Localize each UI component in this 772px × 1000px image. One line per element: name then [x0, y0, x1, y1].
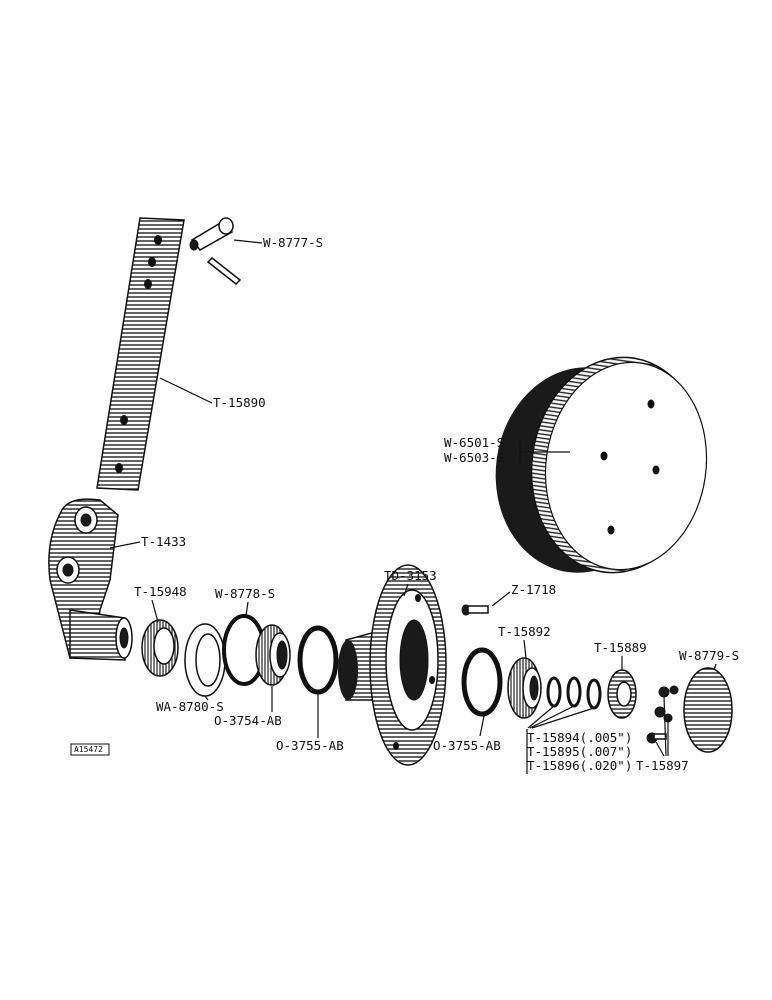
screw-z1718 [461, 604, 489, 616]
bearing-cone-t15892 [507, 657, 542, 719]
leader-td3153 [403, 583, 409, 597]
label-o3755ab-right: O-3755-AB [433, 738, 501, 753]
leader-w8778s [245, 601, 249, 617]
leader-t15890 [159, 377, 213, 404]
bearing-cup-o3755ab-left [297, 625, 339, 695]
leader-t15897-1 [663, 695, 667, 757]
label-t1433: T-1433 [141, 534, 186, 549]
spindle-t1433 [48, 498, 133, 661]
hub-cap-w8779s [683, 667, 733, 753]
leader-t15948 [151, 599, 159, 623]
leader-t1433 [109, 541, 141, 549]
leader-wa8780s [204, 695, 209, 701]
bearing-cone-o3754ab [255, 624, 291, 686]
leader-z1718 [491, 591, 511, 607]
label-t15897: T-15897 [636, 758, 689, 773]
label-w6503s: W-6503-S [444, 450, 504, 465]
label-w8778s: W-8778-S [215, 586, 275, 601]
label-t15889: T-15889 [594, 640, 647, 655]
leader-w8779s [713, 663, 717, 671]
leader-shim-3 [531, 707, 595, 729]
label-t15890: T-15890 [213, 395, 266, 410]
bearing-cup-o3755ab-right [461, 647, 503, 717]
leader-o3755ab-right [479, 715, 485, 737]
seal-t15948 [141, 619, 179, 677]
label-o3754ab: O-3754-AB [214, 713, 282, 728]
leader-t15892 [523, 639, 527, 659]
leader-shim-1 [527, 705, 555, 729]
disc-w6501s-w6503s [495, 356, 708, 574]
label-w8779s: W-8779-S [679, 648, 739, 663]
leader-shim-2 [529, 705, 575, 729]
nut-t15889 [607, 669, 637, 719]
label-t15894: T-15894(.005") [527, 730, 632, 745]
figure-code: A15472 [70, 743, 110, 756]
bolts-t15897 [646, 685, 679, 744]
leader-w8777s [233, 239, 263, 244]
label-t15948: T-15948 [134, 584, 187, 599]
label-t15896: T-15896(.020") [527, 758, 632, 773]
clevis-pin-w8777s [189, 217, 234, 251]
leader-t15897-3 [655, 741, 665, 757]
label-z1718: Z-1718 [511, 582, 556, 597]
label-t15895: T-15895(.007") [527, 744, 632, 759]
label-wa8780s: WA-8780-S [156, 699, 224, 714]
label-figure-code: A15472 [74, 745, 103, 754]
label-w6501s: W-6501-S [444, 435, 504, 450]
hub-td3153 [338, 564, 447, 766]
washer-wa8780s [184, 623, 226, 697]
shims [546, 676, 602, 710]
arm-bar-t15890 [96, 217, 185, 491]
label-t15892: T-15892 [498, 624, 551, 639]
label-w8777s: W-8777-S [263, 235, 323, 250]
cotter-pin [206, 256, 242, 286]
label-td3153: TD-3153 [384, 568, 437, 583]
label-o3755ab-left: O-3755-AB [276, 738, 344, 753]
